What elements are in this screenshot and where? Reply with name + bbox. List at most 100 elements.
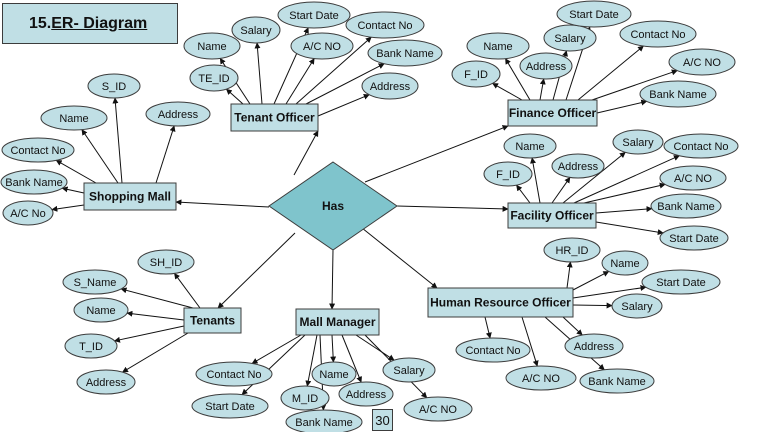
attribute-mall-manager-contact-no[interactable]: Contact No: [195, 361, 273, 387]
attribute-label: Contact No: [206, 369, 261, 381]
attribute-finance-officer-salary[interactable]: Salary: [543, 24, 597, 52]
attribute-ellipse: [564, 333, 624, 359]
attribute-finance-officer-bank-name[interactable]: Bank Name: [639, 80, 717, 108]
attribute-facility-officer-contact-no[interactable]: Contact No: [663, 133, 739, 159]
attribute-tenant-officer-bank-name[interactable]: Bank Name: [367, 39, 443, 67]
attribute-tenants-sh-id[interactable]: SH_ID: [137, 249, 195, 275]
relationship-has[interactable]: [268, 161, 398, 251]
attribute-tenant-officer-te-id[interactable]: TE_ID: [189, 64, 239, 92]
attribute-facility-officer-start-date[interactable]: Start Date: [659, 225, 729, 251]
attribute-tenants-address[interactable]: Address: [76, 369, 136, 395]
attribute-finance-officer-name[interactable]: Name: [466, 32, 530, 60]
attribute-ellipse: [145, 101, 211, 127]
attribute-label: Name: [59, 113, 88, 125]
attribute-finance-officer-contact-no[interactable]: Contact No: [619, 20, 697, 48]
entity-facility-officer[interactable]: Facility Officer: [507, 202, 597, 229]
attribute-shopping-mall-name[interactable]: Name: [40, 105, 108, 131]
entity-box: [427, 287, 574, 318]
attribute-hr-officer-bank-name[interactable]: Bank Name: [579, 368, 655, 394]
attribute-ellipse: [543, 237, 601, 263]
attribute-ellipse: [659, 225, 729, 251]
attribute-finance-officer-f-id[interactable]: F_ID: [451, 60, 501, 88]
entity-hr-officer[interactable]: Human Resource Officer: [427, 287, 574, 318]
attribute-shopping-mall-s-id[interactable]: S_ID: [87, 73, 141, 99]
entity-box: [83, 182, 177, 211]
attribute-hr-officer-address[interactable]: Address: [564, 333, 624, 359]
entity-tenant-officer[interactable]: Tenant Officer: [230, 103, 319, 132]
connector-finance-officer-bank-name: [596, 99, 648, 114]
attribute-hr-officer-name[interactable]: Name: [601, 250, 649, 276]
connector-tenant-officer-salary: [254, 42, 263, 105]
entity-mall-manager[interactable]: Mall Manager: [295, 308, 380, 336]
attribute-tenants-t-id[interactable]: T_ID: [64, 333, 118, 359]
attribute-label: A/C NO: [683, 57, 721, 69]
attribute-mall-manager-start-date[interactable]: Start Date: [191, 393, 269, 419]
attribute-tenant-officer-name[interactable]: Name: [183, 32, 241, 60]
attribute-mall-manager-a-c-no[interactable]: A/C NO: [403, 396, 473, 422]
attribute-facility-officer-a-c-no[interactable]: A/C NO: [659, 165, 727, 191]
attribute-label: Salary: [240, 25, 272, 37]
attribute-mall-manager-address[interactable]: Address: [338, 381, 394, 407]
attribute-ellipse: [403, 396, 473, 422]
connector-has-tenants: [217, 232, 296, 309]
attribute-tenant-officer-address[interactable]: Address: [361, 72, 419, 100]
attribute-tenant-officer-a-c-no[interactable]: A/C NO: [290, 32, 354, 60]
connector-facility-officer-a-c-no: [583, 182, 666, 204]
attribute-label: Name: [197, 41, 226, 53]
attribute-label: Bank Name: [376, 48, 433, 60]
attribute-mall-manager-name[interactable]: Name: [311, 361, 357, 387]
attribute-ellipse: [73, 297, 129, 323]
attribute-shopping-mall-contact-no[interactable]: Contact No: [1, 137, 75, 163]
attribute-label: A/C NO: [419, 404, 457, 416]
entity-box: [230, 103, 319, 132]
attribute-ellipse: [601, 250, 649, 276]
attribute-label: Salary: [393, 365, 425, 377]
attribute-facility-officer-bank-name[interactable]: Bank Name: [650, 193, 722, 219]
connector-tenants-name: [126, 310, 185, 321]
attribute-mall-manager-bank-name[interactable]: Bank Name: [285, 409, 363, 432]
entity-finance-officer[interactable]: Finance Officer: [507, 99, 598, 127]
attribute-tenant-officer-contact-no[interactable]: Contact No: [345, 11, 425, 39]
connector-finance-officer-a-c-no: [591, 69, 678, 101]
attribute-finance-officer-start-date[interactable]: Start Date: [556, 0, 632, 28]
attribute-label: Address: [158, 109, 199, 121]
attribute-hr-officer-a-c-no[interactable]: A/C NO: [505, 365, 577, 391]
connector-mall-manager-contact-no: [251, 334, 302, 364]
attribute-label: A/C NO: [522, 373, 560, 385]
entity-box: [507, 202, 597, 229]
connector-shopping-mall-bank-name: [61, 186, 85, 194]
connector-finance-officer-contact-no: [577, 45, 644, 101]
attribute-label: Salary: [622, 137, 654, 149]
attribute-facility-officer-name[interactable]: Name: [503, 133, 557, 159]
attribute-shopping-mall-a-c-no[interactable]: A/C No: [2, 200, 54, 226]
attribute-hr-officer-contact-no[interactable]: Contact No: [455, 337, 531, 363]
attribute-ellipse: [611, 293, 663, 319]
attribute-tenant-officer-salary[interactable]: Salary: [231, 16, 281, 44]
attribute-finance-officer-a-c-no[interactable]: A/C NO: [668, 48, 736, 76]
attribute-hr-officer-salary[interactable]: Salary: [611, 293, 663, 319]
connector-has-finance-officer: [364, 125, 509, 183]
attribute-mall-manager-m-id[interactable]: M_ID: [280, 385, 330, 411]
attribute-facility-officer-salary[interactable]: Salary: [612, 129, 664, 155]
connector-has-tenant-officer: [293, 130, 319, 176]
attribute-mall-manager-salary[interactable]: Salary: [382, 357, 436, 383]
attribute-facility-officer-address[interactable]: Address: [551, 153, 605, 179]
attribute-tenants-name[interactable]: Name: [73, 297, 129, 323]
entity-tenants[interactable]: Tenants: [183, 307, 242, 334]
connector-has-shopping-mall: [175, 199, 270, 208]
attribute-shopping-mall-bank-name[interactable]: Bank Name: [0, 169, 68, 195]
entity-shopping-mall[interactable]: Shopping Mall: [83, 182, 177, 211]
connector-tenant-officer-te-id: [225, 88, 244, 105]
attribute-ellipse: [483, 161, 533, 187]
attribute-hr-officer-hr-id[interactable]: HR_ID: [543, 237, 601, 263]
attribute-tenant-officer-start-date[interactable]: Start Date: [277, 1, 351, 29]
attribute-facility-officer-f-id[interactable]: F_ID: [483, 161, 533, 187]
attribute-ellipse: [137, 249, 195, 275]
attribute-hr-officer-start-date[interactable]: Start Date: [641, 269, 721, 295]
attribute-label: M_ID: [292, 393, 318, 405]
attribute-shopping-mall-address[interactable]: Address: [145, 101, 211, 127]
attribute-ellipse: [0, 169, 68, 195]
attribute-label: F_ID: [464, 69, 488, 81]
attribute-finance-officer-address[interactable]: Address: [519, 52, 573, 80]
attribute-tenants-s-name[interactable]: S_Name: [62, 269, 128, 295]
